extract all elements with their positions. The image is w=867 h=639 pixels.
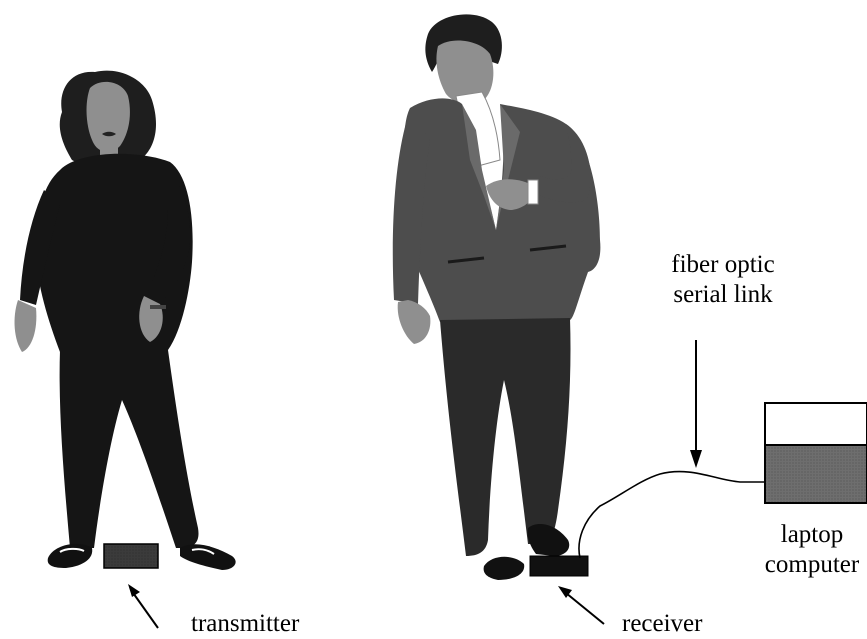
receiver-arrow [558, 586, 605, 625]
woman-trousers [59, 350, 199, 548]
woman-left-arm [20, 190, 60, 305]
fiber-optic-cable [578, 470, 766, 559]
man-face [436, 40, 494, 105]
laptop-label: laptop computer [752, 520, 867, 579]
transmitter-label: transmitter [191, 610, 300, 637]
laptop-computer [764, 402, 867, 504]
woman-right-shoe [180, 544, 236, 570]
fiber-optic-label-line-2: serial link [673, 280, 773, 308]
man-left-arm [392, 110, 430, 304]
man-jacket [403, 98, 601, 322]
transmitter-arrow [128, 584, 159, 629]
fiber-optic-arrow [690, 340, 702, 468]
man-right-shoe [527, 524, 570, 556]
man-left-hand [397, 300, 431, 344]
man-trousers [440, 318, 571, 556]
woman-right-arm [146, 170, 191, 306]
laptop-label-line-2: computer [764, 550, 860, 578]
man-figure [392, 14, 601, 580]
man-left-shoe [483, 556, 525, 580]
woman-left-shoe [47, 543, 93, 568]
laptop-label-line-1: laptop [780, 521, 844, 548]
woman-left-hand [14, 300, 37, 352]
fiber-optic-label: fiber optic serial link [648, 250, 798, 309]
receiver-label: receiver [622, 610, 703, 637]
fiber-optic-label-line-1: fiber optic [671, 251, 775, 278]
woman-bracelet [150, 305, 166, 309]
woman-figure [14, 70, 236, 570]
man-right-arm [532, 124, 591, 203]
man-right-hand [486, 179, 535, 210]
woman-lips [102, 131, 116, 137]
receiver-box [529, 555, 589, 577]
laptop-screen [764, 402, 867, 446]
woman-face [86, 81, 130, 152]
